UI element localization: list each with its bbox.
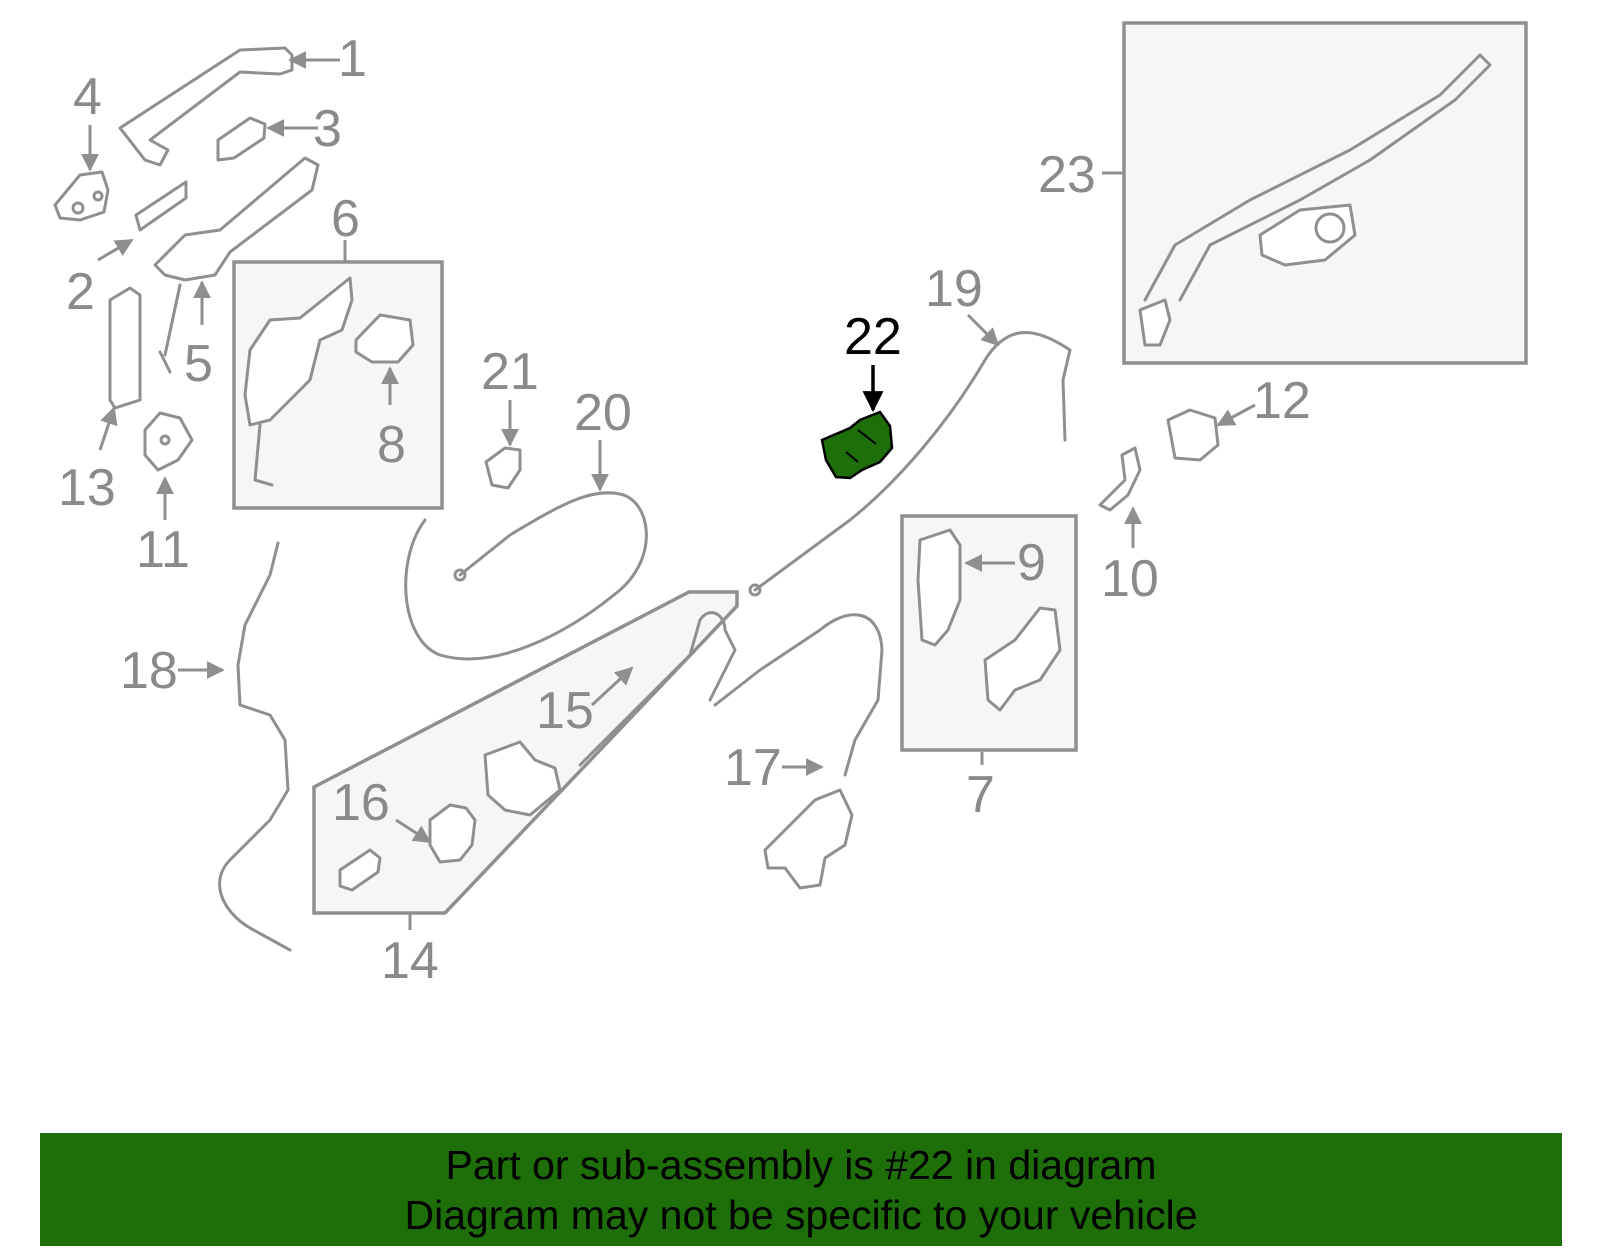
callout-14: 14 [381, 932, 439, 990]
callout-4: 4 [73, 68, 102, 126]
part-21-clip [484, 446, 522, 490]
callout-18: 18 [120, 642, 178, 700]
callout-9: 9 [1017, 534, 1046, 592]
banner-line-2: Diagram may not be specific to your vehi… [404, 1191, 1198, 1238]
leader-15 [590, 666, 634, 707]
part-23-regulator [1143, 53, 1492, 302]
part-17-latch [763, 788, 854, 890]
callout-10: 10 [1101, 550, 1159, 608]
leader-19 [966, 313, 1000, 347]
leader-13 [98, 406, 118, 451]
banner-line-1: Part or sub-assembly is #22 in diagram [445, 1141, 1157, 1188]
leader-2 [97, 238, 134, 262]
part-22-actuator [820, 410, 894, 480]
callout-16: 16 [332, 774, 390, 832]
callout-22: 22 [844, 308, 902, 366]
part-1-outer-handle [118, 46, 294, 167]
info-banner: Part or sub-assembly is #22 in diagram D… [40, 1133, 1562, 1246]
callout-23: 23 [1038, 146, 1096, 204]
part-3-clip [216, 116, 267, 162]
callout-8: 8 [377, 416, 406, 474]
part-14-bracket [483, 740, 562, 817]
part-8-block [354, 313, 415, 364]
part-16-hinge [428, 803, 477, 864]
part-4-bracket [53, 170, 110, 222]
leader-16 [395, 818, 432, 844]
callout-19: 19 [925, 260, 983, 318]
part-7-latch [983, 606, 1062, 712]
part-20-cable [404, 491, 648, 661]
callout-7: 7 [966, 766, 995, 824]
callout-15: 15 [536, 682, 594, 740]
callout-5: 5 [184, 335, 213, 393]
callout-17: 17 [724, 739, 782, 797]
part-14-bolt [338, 848, 382, 892]
part-12-bracket [1166, 408, 1220, 462]
part-18-cable [218, 541, 292, 952]
callout-21: 21 [481, 343, 539, 401]
group-box-23 [1122, 21, 1528, 365]
callout-12: 12 [1253, 372, 1311, 430]
callout-6: 6 [331, 190, 360, 248]
callout-1: 1 [338, 30, 367, 88]
part-2-gasket [134, 180, 188, 232]
leader-12 [1216, 403, 1256, 427]
part-13-trim-strip [108, 286, 142, 410]
part-9-bracket [916, 528, 962, 647]
part-19-cable [753, 331, 1072, 592]
part-17-cable [713, 613, 884, 777]
part-6-latch-assembly [243, 276, 354, 427]
part-15-cable [578, 611, 737, 767]
callout-13: 13 [58, 459, 116, 517]
callout-20: 20 [574, 384, 632, 442]
part-10-bracket [1098, 446, 1142, 512]
part-5-handle-frame [153, 156, 320, 282]
callout-11: 11 [136, 521, 190, 579]
callout-2: 2 [66, 263, 95, 321]
callout-3: 3 [313, 100, 342, 158]
